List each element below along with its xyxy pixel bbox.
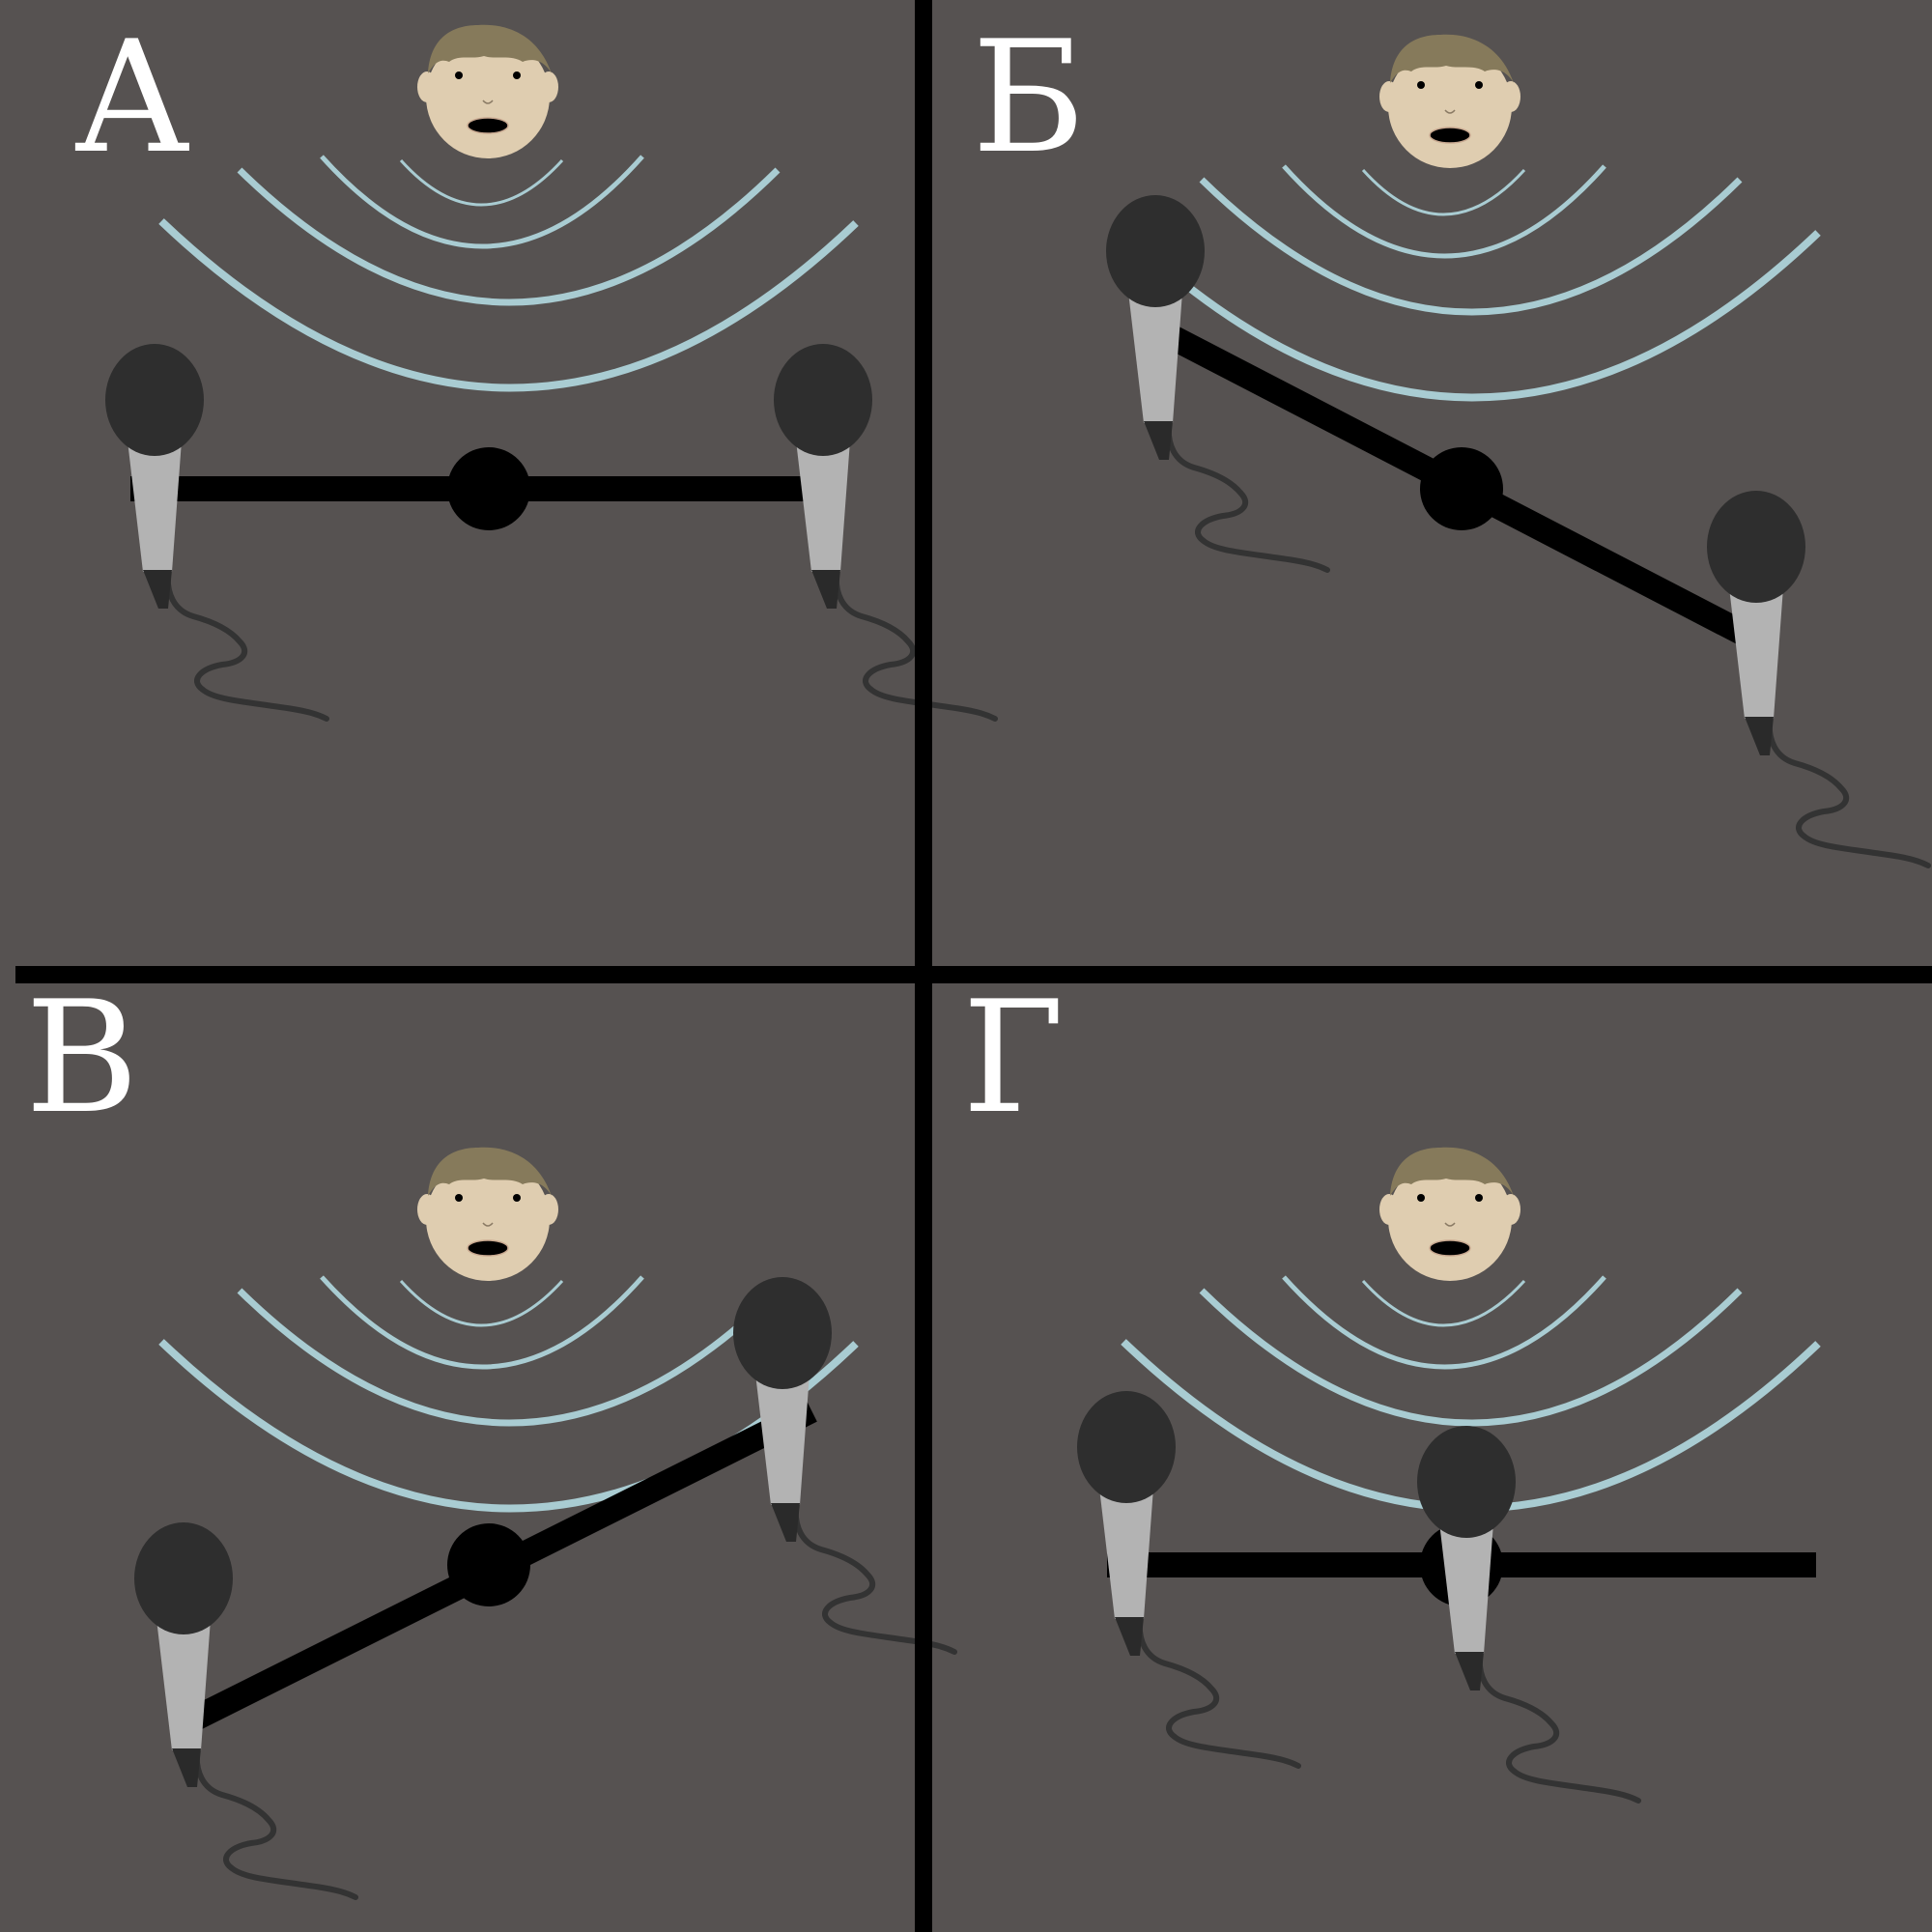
right-eye: [1475, 1194, 1483, 1202]
mouth: [468, 118, 508, 133]
left-eye: [1417, 81, 1425, 89]
mic-head: [105, 344, 204, 456]
mouth: [468, 1240, 508, 1256]
mic-head: [774, 344, 872, 456]
right-eye: [1475, 81, 1483, 89]
mic-head: [1707, 491, 1805, 603]
mic-head: [1077, 1391, 1176, 1503]
left-eye: [455, 1194, 463, 1202]
mic-head: [1417, 1426, 1516, 1538]
bar-pivot: [1420, 447, 1503, 530]
panel-label: Б: [972, 7, 1086, 187]
panel-label: В: [25, 967, 139, 1148]
panel-label: А: [73, 7, 190, 187]
mic-head: [733, 1277, 832, 1389]
left-eye: [1417, 1194, 1425, 1202]
horizontal-divider: [15, 966, 1932, 983]
right-eye: [513, 71, 521, 79]
mic-head: [134, 1522, 233, 1634]
mic-head: [1106, 195, 1205, 307]
right-eye: [513, 1194, 521, 1202]
mouth: [1430, 1240, 1470, 1256]
left-eye: [455, 71, 463, 79]
panel-label: Г: [962, 967, 1065, 1148]
mouth: [1430, 128, 1470, 143]
bar-pivot: [447, 1523, 530, 1606]
bar-pivot: [447, 447, 530, 530]
